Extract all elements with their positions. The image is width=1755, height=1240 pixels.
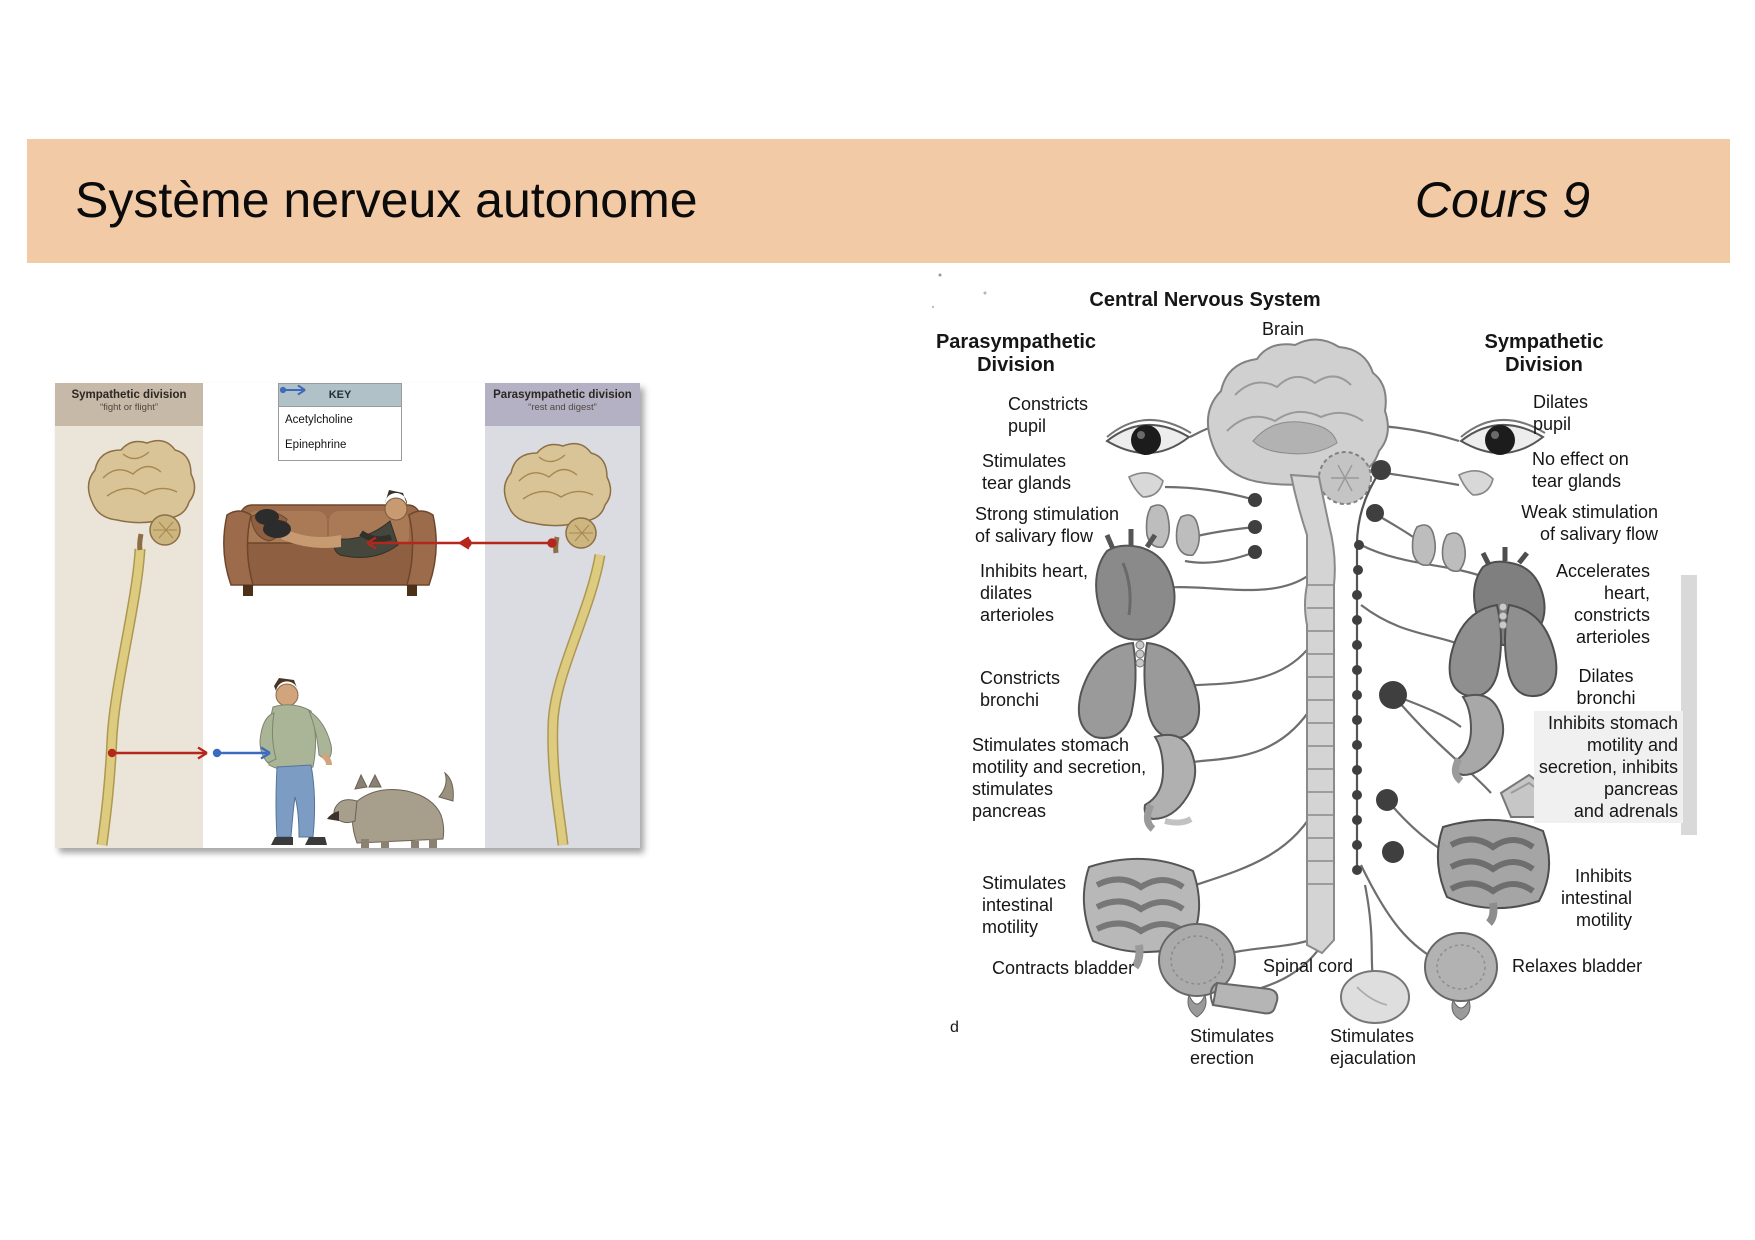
label-constricts-pupil: Constricts pupil — [1008, 394, 1089, 436]
brain-label: Brain — [1261, 319, 1305, 339]
sympathetic-pathway — [107, 746, 271, 760]
division-figure: Sympathetic division “fight or flight” P… — [55, 383, 640, 848]
cns-figure: Central Nervous System Brain Parasympath… — [845, 245, 1725, 1075]
parasympathetic-spinal-cord — [547, 554, 606, 846]
spinal-cord-label: Spinal cord — [1263, 956, 1354, 976]
label-stimulates-erection: Stimulates erection — [1190, 1026, 1275, 1068]
stomach-icon — [1143, 733, 1197, 832]
scan-edge — [1681, 575, 1697, 835]
parasympathetic-heading: Parasympathetic Division — [935, 331, 1097, 376]
sympathetic-heading: Sympathetic Division — [1484, 331, 1604, 376]
legend-label: Acetylcholine — [285, 413, 353, 426]
label-no-effect-tear: No effect on tear glands — [1532, 449, 1629, 491]
eye-icon — [1459, 419, 1546, 455]
course-number: Cours 9 — [1414, 171, 1590, 228]
label-inhibits-heart: Inhibits heart, dilates arterioles — [980, 561, 1089, 625]
sympathetic-chain — [1352, 460, 1407, 875]
parasympathetic-panel-subtitle: “rest and digest” — [528, 402, 597, 414]
bladder-icon — [1424, 932, 1498, 1021]
lungs-icon — [1077, 640, 1201, 739]
label-accelerates-heart: Accelerates heart, constricts arterioles — [1555, 561, 1650, 647]
label-dilates-bronchi: Dilates bronchi — [1576, 666, 1636, 708]
brain-icon — [87, 439, 196, 551]
spinal-cord-icon — [1289, 473, 1336, 955]
parasympathetic-pathway — [366, 536, 557, 550]
legend: KEY Acetylcholine Epinephrine — [278, 383, 402, 461]
intestines-icon — [1082, 857, 1201, 970]
salivary-glands-icon — [1145, 504, 1201, 557]
legend-item-acetylcholine: Acetylcholine — [279, 384, 401, 432]
brain-icon — [1206, 338, 1389, 505]
brain-icon — [503, 442, 612, 554]
parasympathetic-panel-header: Parasympathetic division “rest and diges… — [485, 383, 640, 426]
figure-letter: d — [950, 1019, 959, 1036]
sympathetic-panel-subtitle: “fight or flight” — [99, 402, 159, 414]
parasympathetic-panel-title: Parasympathetic division — [493, 389, 632, 401]
bladder-icon — [1158, 923, 1236, 1018]
legend-item-epinephrine: Epinephrine — [279, 384, 401, 457]
tear-gland-icon — [1457, 470, 1494, 496]
tear-gland-icon — [1127, 472, 1164, 498]
parasympathetic-ganglia — [1248, 493, 1262, 559]
cns-title: Central Nervous System — [1089, 289, 1321, 311]
label-stimulates-stomach: Stimulates stomach motility and secretio… — [972, 735, 1147, 821]
eye-icon — [1105, 419, 1192, 455]
division-figure-art — [87, 439, 612, 848]
legend-label: Epinephrine — [285, 438, 347, 451]
legend-title: KEY — [279, 384, 401, 407]
heart-icon — [1095, 529, 1176, 641]
intestines-icon — [1436, 818, 1551, 926]
sympathetic-spinal-cord — [96, 548, 146, 846]
penis-icon — [1209, 981, 1279, 1015]
sympathetic-panel-header: Sympathetic division “fight or flight” — [55, 383, 203, 426]
sympathetic-panel-title: Sympathetic division — [71, 389, 187, 401]
label-inhibits-stomach: Inhibits stomach motility and secretion,… — [1533, 711, 1683, 823]
label-dilates-pupil: Dilates pupil — [1533, 392, 1589, 434]
man-and-dog-scene — [259, 678, 454, 848]
cns-figure-art — [931, 273, 1697, 1024]
label-stimulates-intestinal: Stimulates intestinal motility — [982, 873, 1067, 937]
label-contracts-bladder: Contracts bladder — [992, 958, 1135, 978]
header-band: Système nerveux autonome Cours 9 — [27, 139, 1730, 263]
label-constricts-bronchi: Constricts bronchi — [980, 668, 1061, 710]
salivary-glands-icon — [1411, 524, 1467, 573]
epinephrine-line-icon — [280, 384, 306, 396]
label-relaxes-bladder: Relaxes bladder — [1512, 956, 1643, 976]
testis-icon — [1340, 970, 1410, 1024]
stomach-icon — [1452, 693, 1505, 784]
label-stimulates-ejaculation: Stimulates ejaculation — [1330, 1026, 1417, 1068]
label-inhibits-intestinal: Inhibits intestinal motility — [1560, 866, 1632, 930]
couch-scene — [223, 490, 437, 596]
label-strong-salivary: Strong stimulation of salivary flow — [975, 504, 1120, 546]
lungs-icon — [1448, 602, 1558, 697]
label-weak-salivary: Weak stimulation of salivary flow — [1521, 502, 1658, 544]
page-title: Système nerveux autonome — [75, 171, 698, 228]
label-stimulates-tear-glands: Stimulates tear glands — [982, 451, 1072, 493]
